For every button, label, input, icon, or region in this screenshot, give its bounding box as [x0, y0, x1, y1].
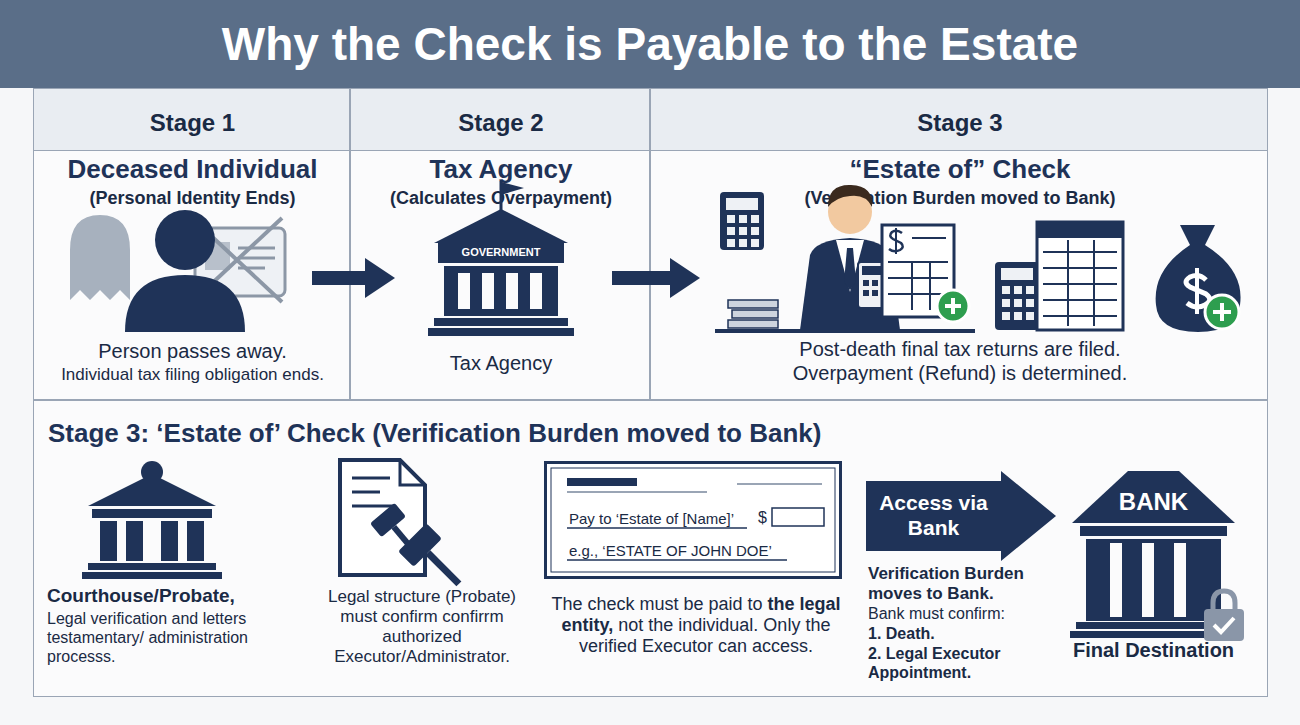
check-line — [567, 491, 707, 493]
caption-paragraph: The check must be paid to the legal enti… — [531, 594, 861, 658]
building-body — [444, 266, 558, 316]
title-band: Why the Check is Payable to the Estate — [0, 0, 1300, 88]
node-text: Stage 2 — [351, 109, 651, 137]
stage-panel: Stage 1 Deceased Individual (Personal Iden… — [33, 88, 350, 400]
check-document: Pay to ‘Estate of [Name]’ $ e.g., ‘ESTATE … — [544, 461, 842, 579]
diagram-title: Why the Check is Payable to the Estate — [0, 17, 1300, 71]
roof — [434, 209, 568, 243]
node-text: Access via Bank — [866, 491, 1001, 541]
node-text: Post-death final tax returns are filed. … — [750, 338, 1170, 385]
node-text: Pay to ‘Estate of [Name]’ — [569, 510, 734, 528]
node-text: e.g., ‘ESTATE OF JOHN DOE’ — [569, 542, 772, 560]
node-text: Stage 3: ‘Estate of’ Check (Verification… — [48, 418, 1248, 449]
node-outline — [866, 471, 1056, 561]
column-gap — [1142, 543, 1154, 617]
stage-panel: Stage 3 “Estate of” Check (Verification Bu… — [650, 88, 1268, 400]
node-text: Stage 1 — [34, 109, 351, 137]
flag — [501, 182, 524, 195]
detail-panel: Stage 3: ‘Estate of’ Check (Verification… — [33, 400, 1268, 697]
check-mark — [1214, 618, 1234, 632]
node-text: $ — [758, 509, 767, 528]
window — [530, 273, 542, 309]
column-gap — [1110, 543, 1122, 617]
window — [482, 273, 494, 309]
node-outline — [426, 179, 576, 339]
node-text: “Estate of” Check — [651, 154, 1269, 185]
node-text: (Personal Identity Ends) — [34, 188, 351, 209]
lock-shackle — [1213, 591, 1235, 611]
check-inner-border — [551, 468, 835, 572]
government-building: GOVERNMENT — [426, 179, 576, 339]
window — [458, 273, 470, 309]
note-text: Legal verification and letters testament… — [47, 610, 292, 667]
entablature — [1080, 526, 1227, 536]
step — [428, 328, 574, 336]
note-text: Legal structure (Probate) must confirm c… — [322, 587, 522, 667]
step — [434, 318, 568, 326]
node-text: Tax Agency — [351, 352, 651, 376]
check-line — [737, 483, 822, 485]
stage-panel: Stage 2Tax Agency(Calculates Overpayment… — [350, 88, 650, 400]
check-underline — [567, 527, 747, 529]
access-arrow: Access via Bank — [866, 471, 1056, 561]
caption-text: The check must be paid to — [551, 594, 762, 614]
name-band — [438, 243, 564, 263]
node-text: BANK — [1066, 488, 1241, 516]
building-body — [1086, 539, 1221, 621]
node-text: Deceased Individual — [34, 154, 351, 185]
caption-text: not the individual. Only the verified Ex… — [579, 615, 830, 656]
note-text: Verification Burden moves to Bank. — [868, 564, 1053, 604]
note-text: 1. Death. — [868, 625, 1053, 644]
arrow-shape — [866, 471, 1056, 561]
node-text: Tax Agency — [351, 154, 651, 185]
note-text: 2. Legal Executor Appointment. — [868, 645, 1043, 683]
node-text: Stage 3 — [651, 109, 1269, 137]
node-text: Person passes away. — [34, 340, 351, 364]
lock-body — [1204, 609, 1244, 641]
column-gap — [1174, 543, 1186, 617]
window — [506, 273, 518, 309]
note-text: Courthouse/Probate, — [47, 585, 307, 607]
node-text: Individual tax filing obligation ends. — [34, 365, 351, 385]
bank-building: BANKFinal Destination — [1066, 463, 1241, 663]
check-bar — [567, 478, 637, 486]
node-text: (Verification Burden moved to Bank) — [651, 188, 1269, 209]
node-text: Final Destination — [1051, 639, 1256, 663]
check-underline — [567, 559, 787, 561]
node-text: GOVERNMENT — [438, 246, 564, 259]
amount-box — [772, 508, 824, 526]
note-text: Bank must confirm: — [868, 605, 1053, 624]
